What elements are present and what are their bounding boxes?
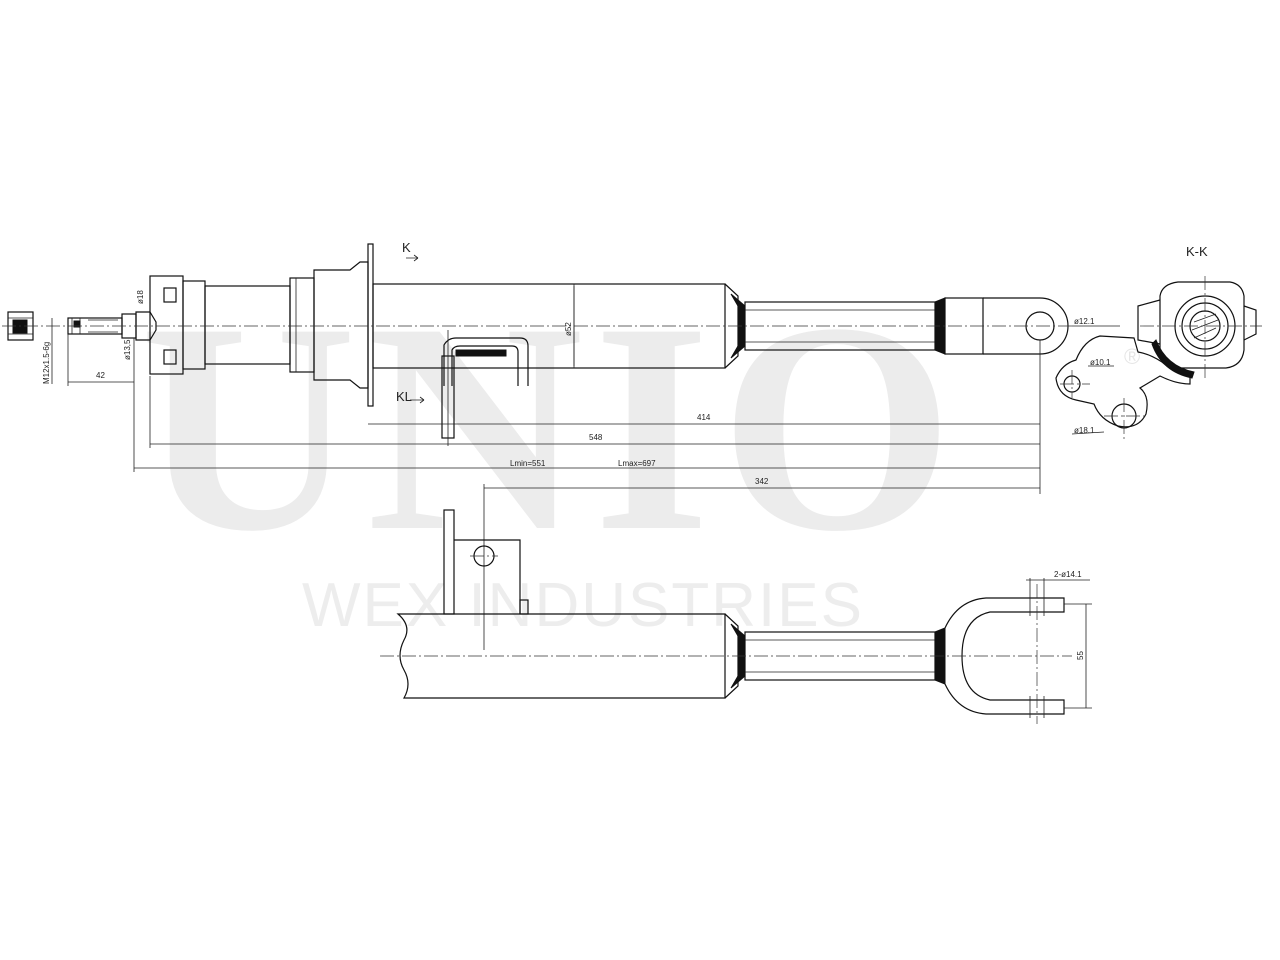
- top-dimensions: M12x1.5-6g 42 ø18 ø13,5 ø52 414 548 Lmin…: [42, 286, 1041, 650]
- section-k-label: K: [402, 240, 411, 255]
- dim-d52: ø52: [564, 322, 573, 336]
- dim-d10-1: ø10.1: [1090, 358, 1111, 367]
- dim-d18-1: ø18.1: [1074, 426, 1095, 435]
- dim-d18: ø18: [136, 290, 145, 304]
- dim-lmin: Lmin=551: [510, 459, 546, 468]
- dim-d13-5: ø13,5: [123, 339, 132, 360]
- dim-holes: 2-ø14.1: [1054, 570, 1082, 579]
- section-kk-label: K-K: [1186, 244, 1208, 259]
- watermark-registered-mark: ®: [1124, 344, 1140, 369]
- dim-342: 342: [755, 477, 769, 486]
- strut-top-view: [2, 243, 1075, 407]
- strut-bottom-view: [380, 509, 1072, 724]
- nut-icon: [7, 311, 34, 341]
- spring-seat-bracket: [441, 330, 529, 446]
- dim-414: 414: [697, 413, 711, 422]
- watermark: UNIO WEX INDUSTRIES ®: [140, 261, 1140, 640]
- dim-42: 42: [96, 371, 105, 380]
- dim-thread: M12x1.5-6g: [42, 342, 51, 384]
- dim-55: 55: [1076, 651, 1085, 660]
- dim-d12-1: ø12.1: [1074, 317, 1095, 326]
- knuckle-bracket: ø12.1 ø10.1 ø18.1: [1055, 317, 1191, 440]
- watermark-brand: UNIO: [140, 261, 963, 593]
- section-marks: K KL K-K: [396, 240, 1208, 404]
- watermark-company: WEX INDUSTRIES: [302, 571, 864, 640]
- section-kk-view: [1137, 276, 1262, 379]
- dim-lmax: Lmax=697: [618, 459, 656, 468]
- section-kl-label: KL: [396, 389, 412, 404]
- bottom-dimensions: 2-ø14.1 55: [1026, 570, 1092, 709]
- dim-548: 548: [589, 433, 603, 442]
